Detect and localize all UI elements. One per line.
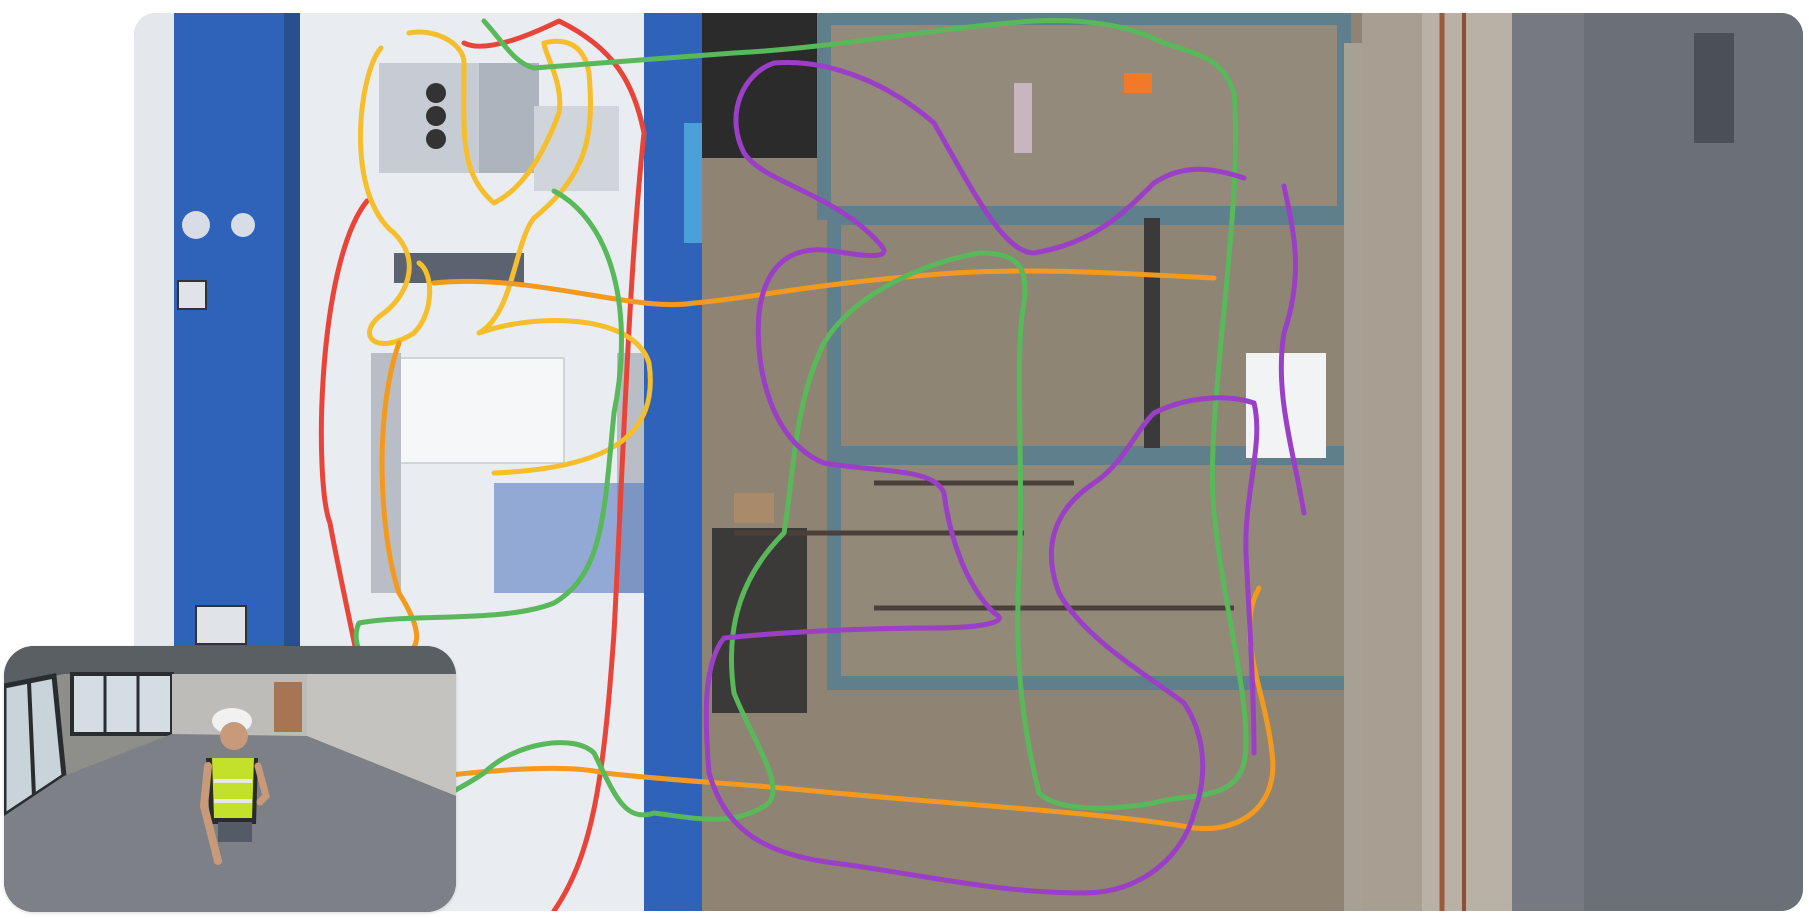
worker-legs: [218, 822, 252, 842]
worker-arm: [199, 762, 222, 865]
side-wall: [307, 674, 456, 796]
worker-head: [220, 722, 248, 750]
roof-hatch: [373, 357, 565, 464]
roof-fan: [195, 605, 247, 645]
path-orange: [379, 268, 1276, 832]
aerial-photo: [134, 13, 1803, 911]
path-green: [353, 18, 1249, 822]
hi-vis-vest: [212, 758, 254, 818]
deck-bay: [817, 13, 1351, 220]
path-purple: [703, 59, 1307, 896]
safety-cone: [1124, 73, 1152, 93]
opening: [712, 528, 807, 713]
scaffold: [1422, 13, 1512, 911]
roof-vent: [231, 213, 255, 237]
skylight: [394, 253, 524, 283]
path-yellow: [358, 29, 653, 476]
roof-vent: [182, 211, 210, 239]
roof-fan: [177, 280, 207, 310]
inset-camera-view: [4, 646, 456, 912]
doorway: [274, 682, 302, 732]
open-shaft: [702, 13, 824, 158]
inset-photo: [4, 646, 456, 912]
aerial-site-view: [134, 13, 1803, 911]
window-back: [70, 672, 174, 736]
deck-bay: [827, 451, 1361, 690]
worker-arm: [254, 762, 270, 806]
ceiling: [4, 646, 456, 686]
